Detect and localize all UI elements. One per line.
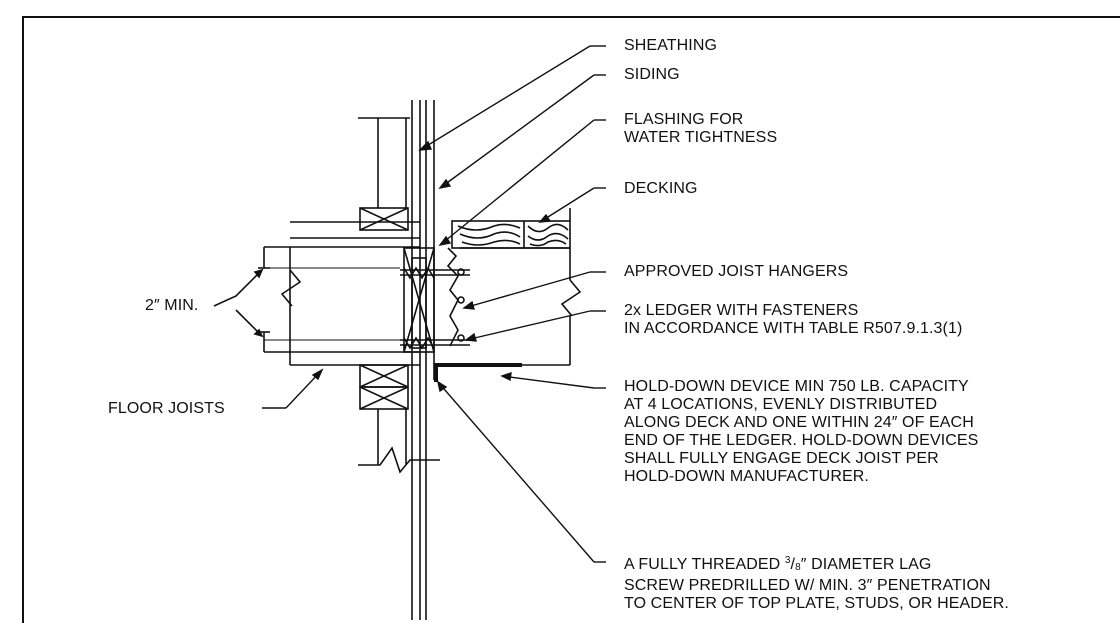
label-ledger: 2x LEDGER WITH FASTENERS IN ACCORDANCE W… [624,302,963,337]
label-decking: DECKING [624,180,698,197]
joist-hanger [446,247,465,347]
lower-wall [358,364,440,474]
lag-screws [400,266,470,350]
wall-layers [411,100,435,620]
leader-lines [262,45,606,563]
label-siding: SIDING [624,66,680,83]
min-dimension [213,247,400,352]
rim-joist [264,221,420,366]
label-floor-joists: FLOOR JOISTS [108,400,225,417]
label-sheathing: SHEATHING [624,37,718,54]
label-hold-down: HOLD-DOWN DEVICE MIN 750 LB. CAPACITY AT… [624,378,979,485]
upper-wall [358,117,410,231]
label-min-dimension: 2″ MIN. [145,297,199,314]
drawing-border [22,16,1120,623]
ledger-board [403,247,435,353]
hold-down-device [434,363,522,382]
label-flashing: FLASHING FOR WATER TIGHTNESS [624,111,778,146]
label-lag-screw: A FULLY THREADED 3/8″ DIAMETER LAG SCREW… [624,555,1009,612]
label-joist-hangers: APPROVED JOIST HANGERS [624,263,849,280]
